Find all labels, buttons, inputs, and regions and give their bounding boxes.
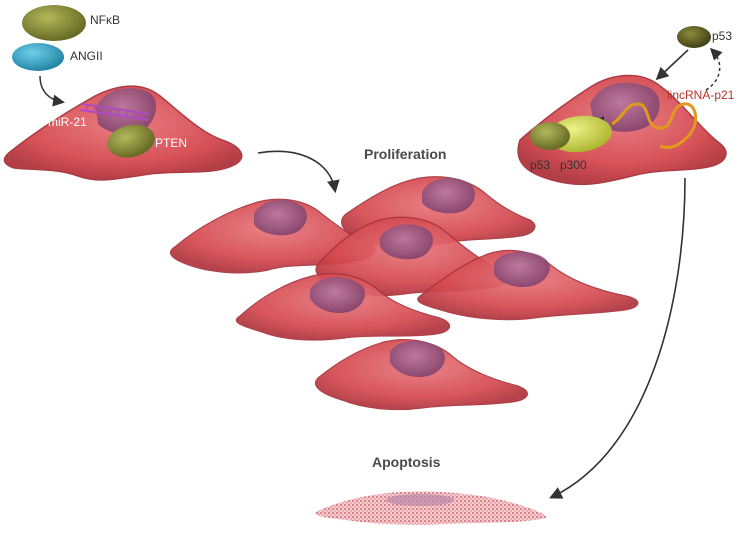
label-p53-free: p53: [712, 29, 733, 43]
angii-to-cell-arrow: [39, 75, 65, 107]
label-pten: PTEN: [155, 136, 188, 150]
p53-to-cell-arrow: [655, 49, 689, 81]
prolif-cell-6: [314, 339, 528, 411]
label-angii: ANGII: [70, 49, 103, 63]
top-right-cell: [517, 74, 727, 186]
prolif-cell-5: [235, 273, 451, 341]
apoptotic-cell: [315, 491, 547, 525]
prolif-cell-4: [417, 249, 639, 321]
label-p300: p300: [560, 158, 587, 172]
mirna-21-strand: [79, 103, 151, 121]
label-apoptosis: Apoptosis: [372, 454, 441, 470]
lincrna-p21-strand: [611, 102, 698, 149]
to-proliferation-arrow: [257, 150, 340, 194]
label-p53-cell: p53: [530, 158, 551, 172]
prolif-cell-1: [169, 198, 376, 274]
nfkb-protein: [22, 5, 86, 41]
to-apoptosis-arrow: [549, 177, 686, 499]
angii-protein: [12, 43, 64, 71]
p53-cell-protein: [530, 122, 570, 150]
p53-free-protein: [677, 26, 711, 48]
label-nfkb: NFκB: [90, 13, 120, 27]
label-mir21: miR-21: [48, 115, 87, 129]
pten-protein: [107, 124, 155, 158]
label-proliferation: Proliferation: [364, 146, 447, 162]
lincrna-feedback-arrow: [705, 47, 723, 91]
proliferating-cells: [169, 176, 639, 411]
label-lincrna-p21: lincRNA-p21: [667, 88, 735, 102]
